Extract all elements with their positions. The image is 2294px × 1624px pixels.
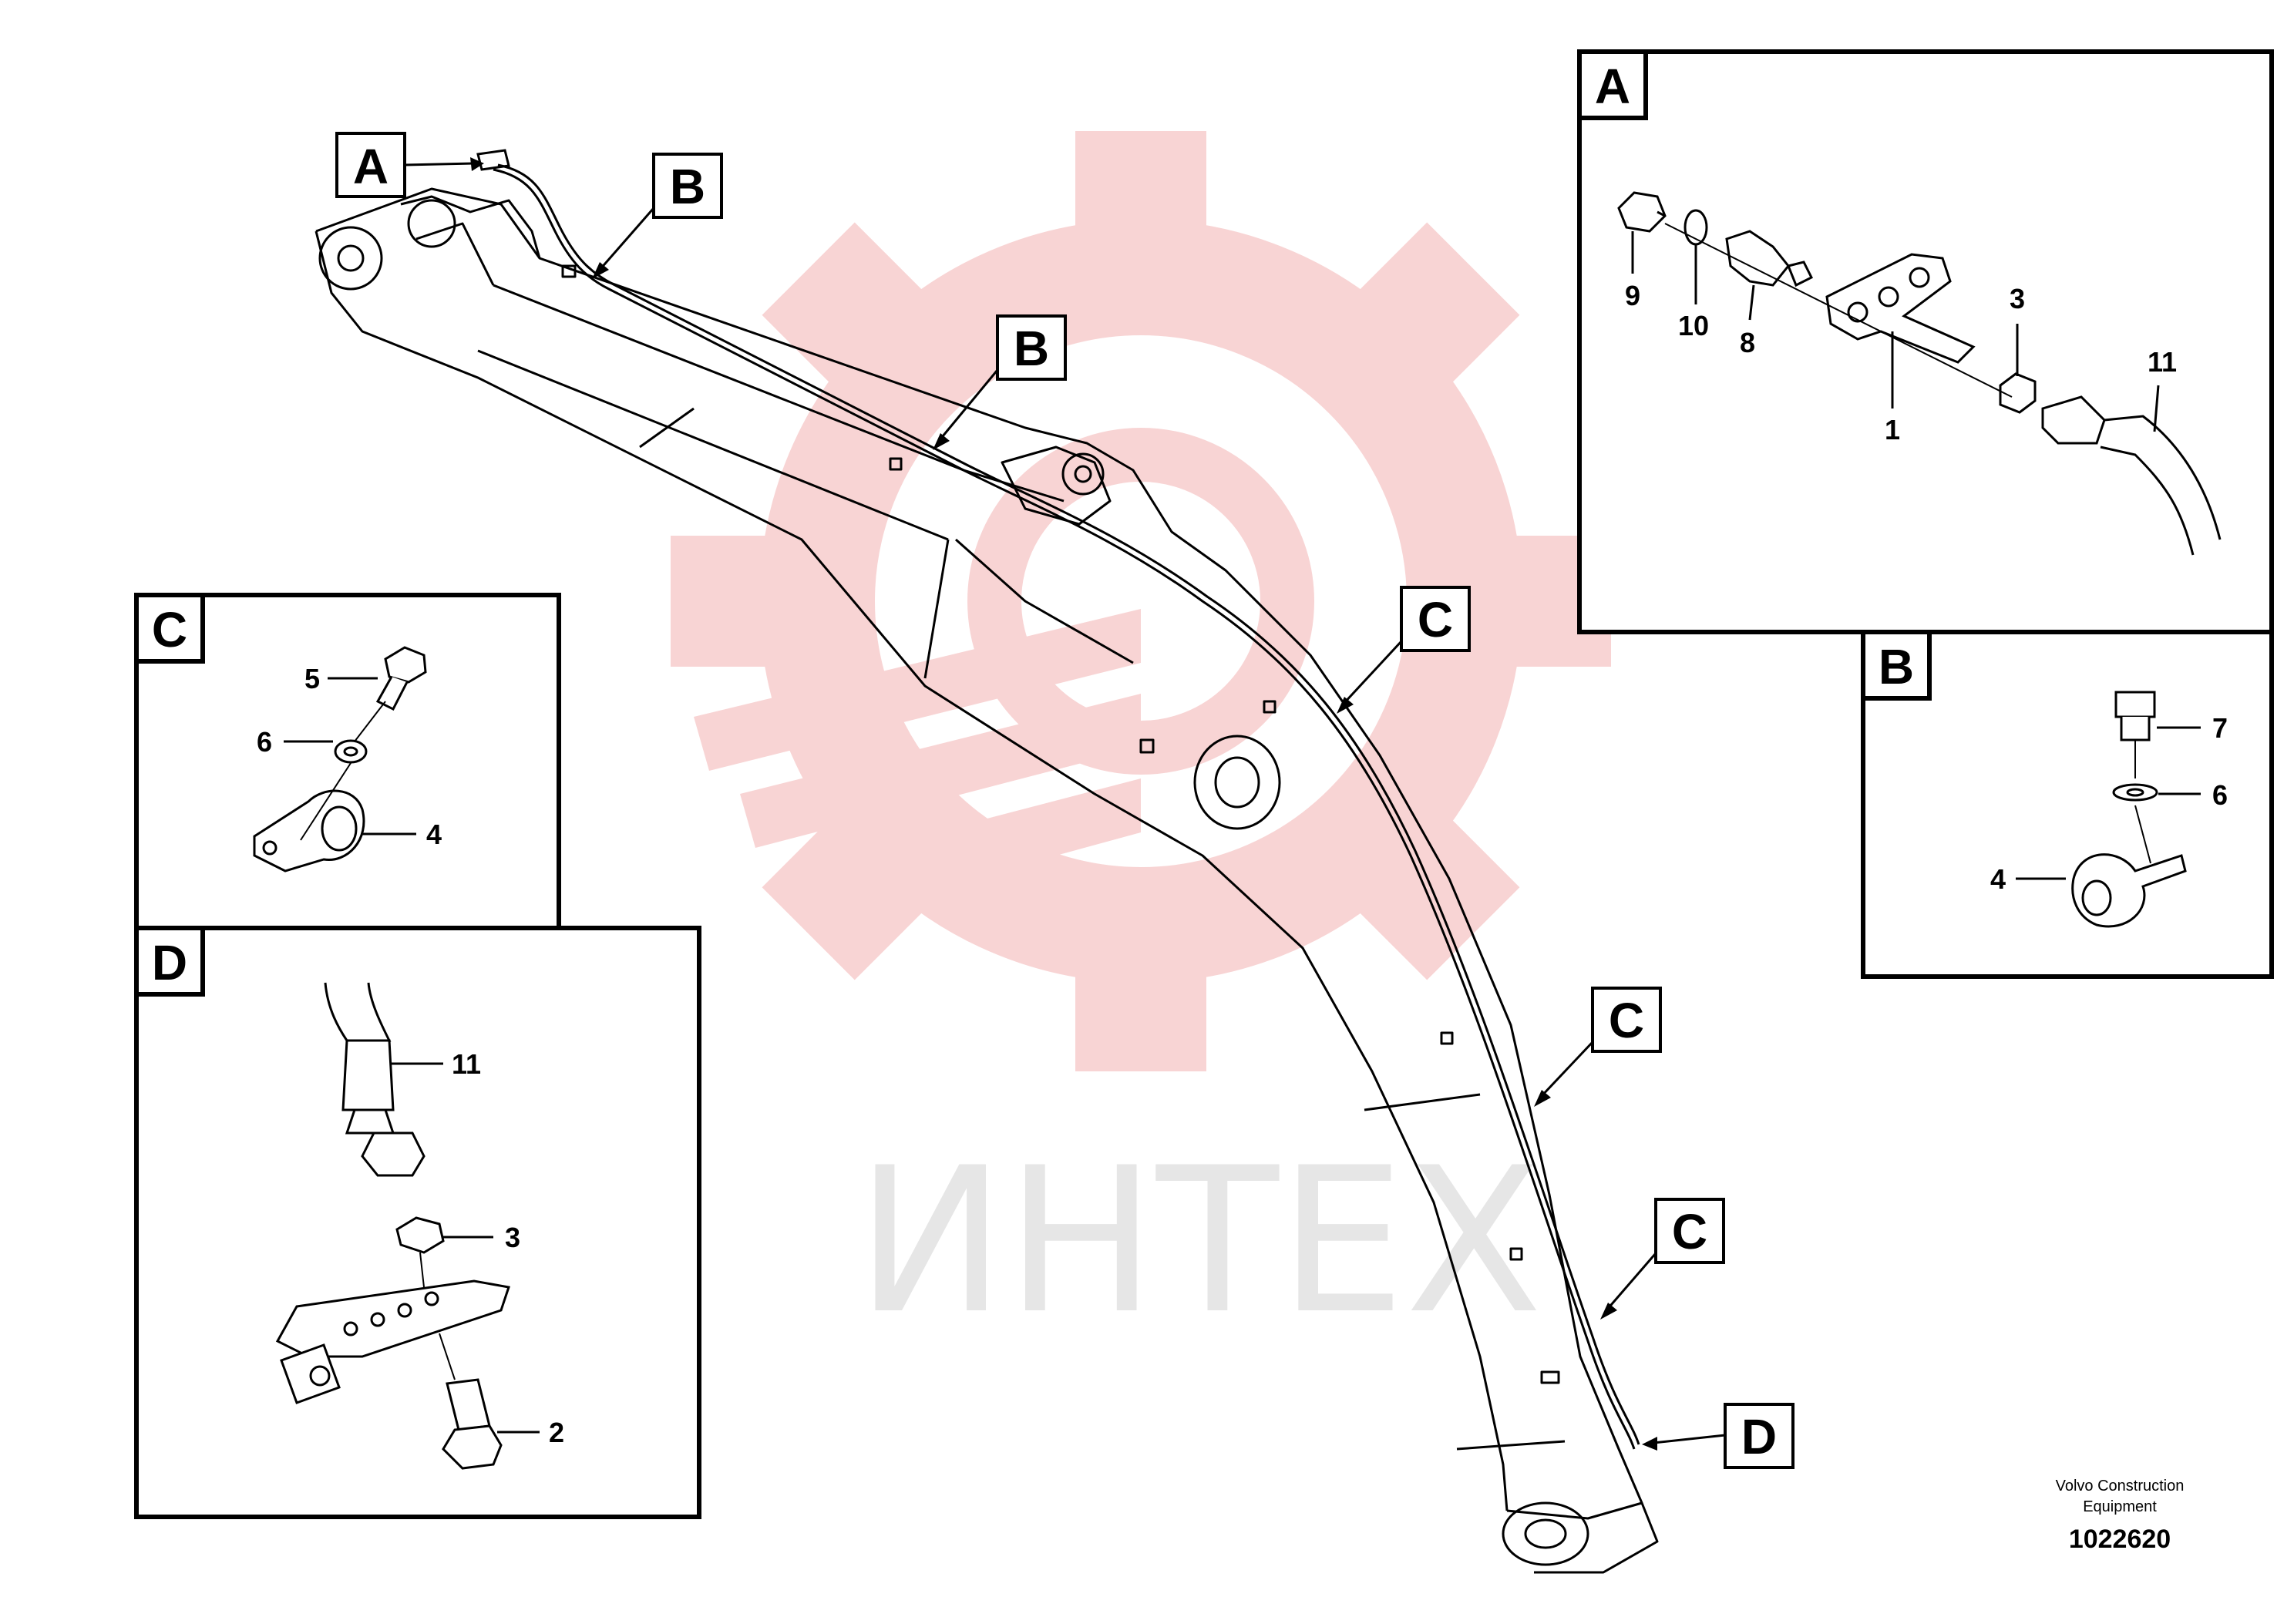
part-label-1: 1 [1885,414,1900,446]
part-label-9: 9 [1625,280,1640,311]
callout-d-main: D [1642,1403,1794,1469]
svg-text:A: A [1595,59,1630,114]
svg-text:A: A [353,139,388,194]
detail-panel-a: A [1577,49,2274,634]
panel-a-hardware [1617,191,2222,556]
watermark-gear-icon [671,131,1611,1071]
svg-text:D: D [1741,1409,1777,1464]
svg-text:B: B [1879,639,1914,694]
callout-c-main-1: C [1337,586,1471,714]
part-label-4: 4 [1990,863,2006,895]
svg-text:B: B [1014,321,1049,376]
svg-text:C: C [1609,993,1644,1048]
panel-a-leaders [1631,231,2160,432]
svg-text:C: C [1418,592,1453,647]
credit-line-1: Volvo Construction [2055,1478,2185,1495]
part-label-2: 2 [549,1417,564,1448]
part-label-5: 5 [304,663,320,694]
callout-b-main-1: B [592,153,723,279]
svg-text:D: D [152,935,187,990]
part-label-11: 11 [2148,346,2177,378]
part-label-6c: 6 [257,726,272,758]
part-label-11d: 11 [452,1048,481,1080]
publisher-credit: Volvo Construction Equipment [2004,1476,2235,1518]
svg-text:B: B [670,159,705,214]
svg-text:C: C [152,602,187,657]
detail-panel-d: D 11 3 2 [134,926,701,1519]
part-label-8: 8 [1740,327,1755,358]
part-label-6: 6 [2212,779,2228,811]
document-number: 1022620 [2068,1525,2171,1554]
callout-a-main: A [335,132,484,198]
watermark-text: ИНТЕХ [856,1125,1542,1358]
detail-panel-c: C 5 6 4 [134,593,561,930]
part-label-10: 10 [1678,310,1709,341]
callout-c-main-3: C [1600,1198,1725,1320]
callout-c-main-2: C [1534,987,1662,1107]
svg-text:C: C [1672,1204,1707,1259]
detail-panel-b: B 7 6 4 [1861,630,2274,979]
part-label-3d: 3 [505,1222,520,1253]
part-label-3: 3 [2010,283,2025,314]
credit-line-2: Equipment [2083,1498,2157,1515]
part-label-7: 7 [2212,712,2228,744]
callout-b-main-2: B [933,314,1067,450]
part-label-4c: 4 [426,819,442,850]
